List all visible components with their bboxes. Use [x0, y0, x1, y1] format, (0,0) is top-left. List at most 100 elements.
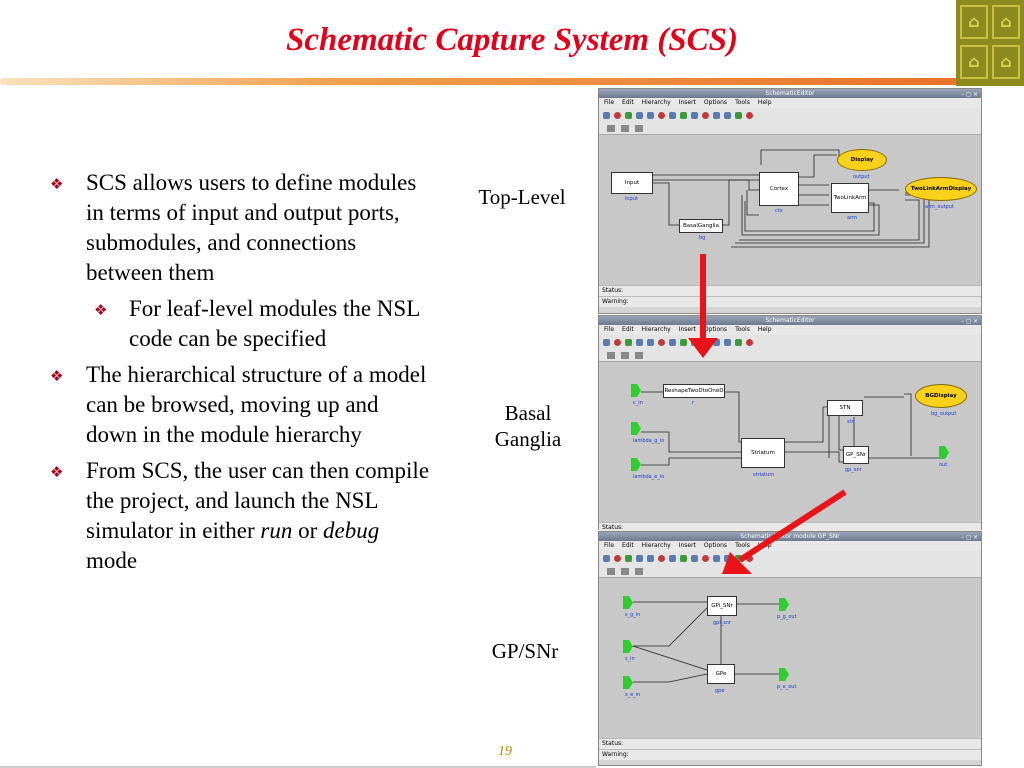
menu-options[interactable]: Options: [703, 326, 728, 333]
menu-insert[interactable]: Insert: [678, 542, 696, 549]
menu-options[interactable]: Options: [703, 99, 728, 106]
menu-file[interactable]: File: [604, 326, 615, 333]
window-controls-icon[interactable]: – ◻ ×: [961, 318, 978, 325]
menu-tools[interactable]: Tools: [735, 326, 750, 333]
print-icon[interactable]: [636, 338, 643, 346]
module-stn[interactable]: STN: [827, 400, 863, 416]
save-icon[interactable]: [614, 338, 621, 346]
open-icon[interactable]: [625, 554, 632, 562]
module-cortex[interactable]: Cortex: [759, 172, 799, 206]
stop-icon[interactable]: [647, 111, 654, 119]
new-icon[interactable]: [603, 111, 610, 119]
help-icon[interactable]: [746, 554, 753, 562]
save-icon[interactable]: [614, 554, 621, 562]
menu-options[interactable]: Options: [703, 542, 728, 549]
play-icon[interactable]: [713, 338, 720, 346]
module-twolinkarm[interactable]: TwoLinkArm: [831, 183, 869, 213]
text-icon[interactable]: [735, 111, 742, 119]
output-port-p-e-icon[interactable]: [779, 668, 789, 681]
module-gpe[interactable]: GPe: [707, 664, 735, 684]
folder-icon[interactable]: [621, 124, 629, 132]
schematic-canvas[interactable]: c_in ReshapeTwoDtoOneD r lambda_g_in lam…: [599, 361, 981, 522]
output-port-out-icon[interactable]: [939, 446, 949, 459]
window-titlebar[interactable]: SchematicEditor– ◻ ×: [599, 89, 981, 98]
trash-icon[interactable]: [635, 124, 643, 132]
menu-insert[interactable]: Insert: [678, 99, 696, 106]
menu-tools[interactable]: Tools: [735, 99, 750, 106]
module-striatum[interactable]: Striatum: [741, 438, 785, 468]
toolbar[interactable]: [599, 108, 981, 122]
down-icon[interactable]: [669, 554, 676, 562]
add-icon[interactable]: [680, 554, 687, 562]
trash-icon[interactable]: [635, 567, 643, 575]
module-input[interactable]: Input: [611, 172, 653, 194]
menu-help[interactable]: Help: [757, 326, 772, 333]
folder-icon[interactable]: [621, 567, 629, 575]
menu-edit[interactable]: Edit: [622, 542, 634, 549]
pin-icon[interactable]: [607, 567, 615, 575]
module-gp-snr[interactable]: GP_SNr: [843, 446, 869, 464]
window-controls-icon[interactable]: – ◻ ×: [961, 534, 978, 541]
add-icon[interactable]: [680, 338, 687, 346]
new-icon[interactable]: [603, 338, 610, 346]
input-port-s-g-icon[interactable]: [623, 596, 633, 609]
module-gpi-snr[interactable]: GPi_SNr: [707, 596, 737, 616]
play-icon[interactable]: [713, 111, 720, 119]
menu-bar[interactable]: File Edit Hierarchy Insert Options Tools Help: [599, 541, 981, 551]
add-icon[interactable]: [680, 111, 687, 119]
module-basalganglia[interactable]: BasalGanglia: [679, 219, 723, 233]
input-port-lambda-e-icon[interactable]: [631, 458, 641, 471]
window-controls-icon[interactable]: – ◻ ×: [961, 91, 978, 98]
window-titlebar[interactable]: Schematic Editor module GP_SNr– ◻ ×: [599, 532, 981, 541]
menu-file[interactable]: File: [604, 542, 615, 549]
schematic-canvas[interactable]: Input input Cortex ctx Display output Tw…: [599, 134, 981, 285]
schematic-editor-window-gp[interactable]: Schematic Editor module GP_SNr– ◻ × File…: [598, 531, 982, 766]
folder-icon[interactable]: [621, 351, 629, 359]
menu-bar[interactable]: File Edit Hierarchy Insert Options Tools Help: [599, 98, 981, 108]
menu-hierarchy[interactable]: Hierarchy: [641, 99, 671, 106]
input-port-s-in-icon[interactable]: [623, 640, 633, 653]
pin-icon[interactable]: [607, 351, 615, 359]
trash-icon[interactable]: [635, 351, 643, 359]
module-twolinkarmdisplay[interactable]: TwoLinkArmDisplay: [905, 177, 977, 201]
rewind-icon[interactable]: [702, 338, 709, 346]
help-icon[interactable]: [746, 338, 753, 346]
text-icon[interactable]: [735, 554, 742, 562]
down-icon[interactable]: [669, 111, 676, 119]
toolbar[interactable]: [599, 335, 981, 349]
rewind-icon[interactable]: [702, 111, 709, 119]
menu-help[interactable]: Help: [757, 99, 772, 106]
pin-icon[interactable]: [607, 124, 615, 132]
window-titlebar[interactable]: SchematicEditor– ◻ ×: [599, 316, 981, 325]
forward-icon[interactable]: [724, 554, 731, 562]
print-icon[interactable]: [636, 111, 643, 119]
toolbar[interactable]: [599, 551, 981, 565]
play-icon[interactable]: [713, 554, 720, 562]
toolbar-secondary[interactable]: [599, 565, 981, 577]
menu-file[interactable]: File: [604, 99, 615, 106]
stop-icon[interactable]: [647, 338, 654, 346]
menu-help[interactable]: Help: [757, 542, 772, 549]
menu-edit[interactable]: Edit: [622, 99, 634, 106]
zoom-icon[interactable]: [691, 111, 698, 119]
zoom-icon[interactable]: [691, 554, 698, 562]
rewind-icon[interactable]: [702, 554, 709, 562]
down-icon[interactable]: [669, 338, 676, 346]
up-icon[interactable]: [658, 338, 665, 346]
print-icon[interactable]: [636, 554, 643, 562]
new-icon[interactable]: [603, 554, 610, 562]
schematic-canvas[interactable]: s_g_in s_in s_e_in GPi_SNr gpi_snr GPe g…: [599, 577, 981, 738]
menu-insert[interactable]: Insert: [678, 326, 696, 333]
input-port-s-e-icon[interactable]: [623, 676, 633, 689]
menu-hierarchy[interactable]: Hierarchy: [641, 542, 671, 549]
module-reshape[interactable]: ReshapeTwoDtoOneD: [663, 384, 725, 398]
stop-icon[interactable]: [647, 554, 654, 562]
menu-tools[interactable]: Tools: [735, 542, 750, 549]
toolbar-secondary[interactable]: [599, 122, 981, 134]
toolbar-secondary[interactable]: [599, 349, 981, 361]
open-icon[interactable]: [625, 338, 632, 346]
up-icon[interactable]: [658, 554, 665, 562]
